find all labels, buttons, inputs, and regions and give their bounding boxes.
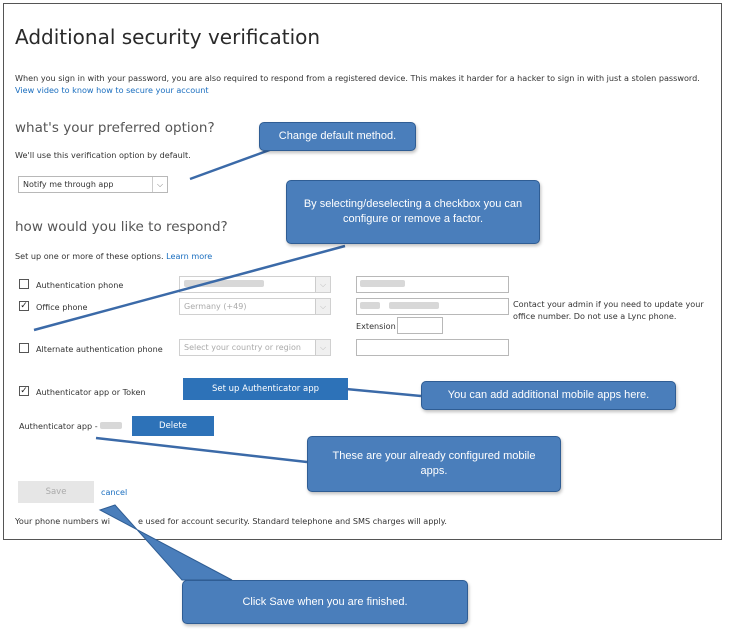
office-phone-number-input[interactable] — [356, 298, 509, 315]
preferred-description: We'll use this verification option by de… — [15, 150, 191, 160]
authentication-phone-number-input[interactable] — [356, 276, 509, 293]
authentication-phone-label: Authentication phone — [36, 280, 124, 290]
callout-checkbox: By selecting/deselecting a checkbox you … — [286, 180, 540, 244]
intro-text: When you sign in with your password, you… — [15, 73, 700, 83]
preferred-heading: what's your preferred option? — [15, 120, 215, 136]
chevron-down-icon: ⌵ — [315, 299, 330, 314]
respond-description: Set up one or more of these options. Lea… — [15, 251, 213, 261]
office-phone-country-select[interactable]: Germany (+49) ⌵ — [179, 298, 331, 315]
extension-label: Extension — [356, 321, 396, 331]
authenticator-app-label: Authenticator app or Token — [36, 387, 146, 397]
setup-authenticator-button[interactable]: Set up Authenticator app — [183, 378, 348, 400]
office-phone-country-value: Germany (+49) — [184, 302, 247, 311]
office-phone-note-line2: office number. Do not use a Lync phone. — [513, 311, 677, 321]
page-title: Additional security verification — [15, 25, 321, 49]
preferred-option-select[interactable]: Notify me through app ⌵ — [18, 176, 168, 193]
alternate-phone-country-select[interactable]: Select your country or region ⌵ — [179, 339, 331, 356]
blurred-prefix — [360, 302, 380, 309]
video-link[interactable]: View video to know how to secure your ac… — [15, 85, 209, 95]
chevron-down-icon: ⌵ — [315, 277, 330, 292]
callout-add-apps: You can add additional mobile apps here. — [421, 381, 676, 410]
alternate-phone-number-input[interactable] — [356, 339, 509, 356]
alternate-phone-country-value: Select your country or region — [184, 343, 301, 352]
authentication-phone-checkbox[interactable] — [19, 279, 29, 289]
authenticator-app-checkbox[interactable]: ✓ — [19, 386, 29, 396]
callout-default-method: Change default method. — [259, 122, 416, 151]
configured-app-label: Authenticator app - — [19, 421, 123, 431]
office-phone-checkbox[interactable]: ✓ — [19, 301, 29, 311]
respond-heading: how would you like to respond? — [15, 219, 228, 235]
cancel-link[interactable]: cancel — [101, 487, 128, 497]
office-phone-note-line1: Contact your admin if you need to update… — [513, 299, 704, 309]
preferred-option-value: Notify me through app — [23, 180, 114, 189]
authentication-phone-country-select[interactable]: ⌵ — [179, 276, 331, 293]
chevron-down-icon: ⌵ — [152, 177, 167, 192]
alternate-phone-label: Alternate authentication phone — [36, 344, 163, 354]
extension-input[interactable] — [397, 317, 443, 334]
save-button[interactable]: Save — [18, 481, 94, 503]
chevron-down-icon: ⌵ — [315, 340, 330, 355]
callout-save: Click Save when you are finished. — [182, 580, 468, 624]
callout-configured-apps: These are your already configured mobile… — [307, 436, 561, 492]
blurred-device-name — [100, 422, 123, 429]
alternate-phone-checkbox[interactable] — [19, 343, 29, 353]
office-phone-label: Office phone — [36, 302, 88, 312]
blurred-country — [184, 280, 264, 287]
blurred-phone-number — [388, 302, 439, 309]
blurred-phone-number — [360, 280, 405, 287]
delete-app-button[interactable]: Delete — [132, 416, 214, 436]
learn-more-link[interactable]: Learn more — [166, 251, 213, 261]
